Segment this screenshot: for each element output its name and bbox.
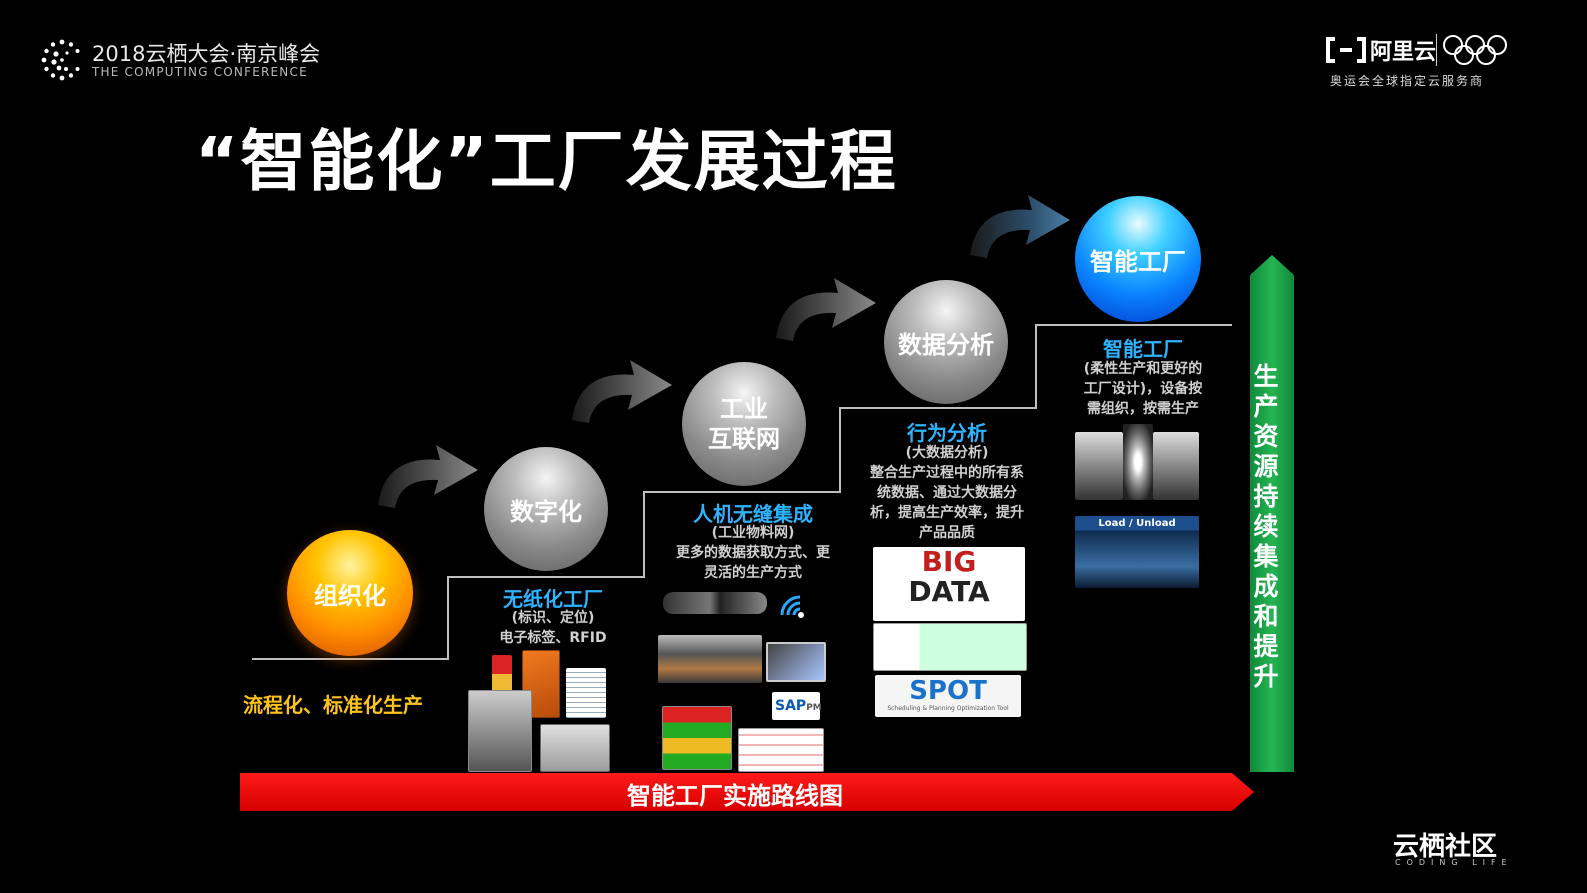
stage-digitalization-caption-line: (标识、定位) xyxy=(511,610,595,626)
stage-smart-factory-caption-title: 智能工厂 xyxy=(1103,337,1183,361)
wafer-analysis-image xyxy=(873,623,1027,671)
curve-arrow-2 xyxy=(572,360,672,423)
stage-digitalization-caption-title: 无纸化工厂 xyxy=(503,587,603,611)
brand-divider xyxy=(1436,34,1437,66)
conference-subtitle: THE COMPUTING CONFERENCE xyxy=(92,65,308,79)
stage-industrial-internet-caption-line: (工业物料网) xyxy=(711,525,795,541)
brand-name: 阿里云 xyxy=(1370,40,1437,65)
stage-industrial-internet-caption-line: 灵活的生产方式 xyxy=(704,565,802,581)
industrial-device-image xyxy=(658,635,762,683)
stage-digitalization-caption-line: 电子标签、RFID xyxy=(499,630,607,646)
stage-digitalization-sphere: 数字化 xyxy=(484,447,608,571)
stage-organization-sphere: 组织化 xyxy=(287,530,413,656)
green-arrow xyxy=(1250,255,1294,772)
stage-data-analysis-caption-line: 析，提高生产效率，提升 xyxy=(870,505,1024,521)
stage-data-analysis-caption-line: (大数据分析) xyxy=(905,445,989,461)
computing-conference-logo-icon xyxy=(41,39,80,81)
stage-smart-factory-caption-line: 工厂设计)，设备按 xyxy=(1083,381,1203,397)
curve-arrow-3 xyxy=(776,278,876,341)
stage-organization-caption: 流程化、标准化生产 xyxy=(243,693,423,717)
sap-pm-logo-image: SAPPM xyxy=(772,692,822,720)
sap-pm-text: PM xyxy=(806,703,822,713)
robot-cell-right-image xyxy=(1153,432,1199,500)
olympic-rings-icon xyxy=(1443,35,1507,65)
stage-industrial-internet-label-line2: 互联网 xyxy=(708,425,780,453)
wifi-signal-icon xyxy=(780,595,804,618)
aliyun-logo-icon xyxy=(1326,37,1366,63)
electronic-label-image xyxy=(566,668,606,718)
stage-industrial-internet-caption-line: 更多的数据获取方式、更 xyxy=(676,545,830,561)
load-unload-text: Load / Unload xyxy=(1098,518,1176,529)
community-logo-text: 云栖社区 xyxy=(1393,832,1498,862)
spot-logo-text: SPOT xyxy=(909,676,987,706)
spot-logo-image: SPOT Scheduling & Planning Optimization … xyxy=(875,675,1021,717)
stage-data-analysis-caption-line: 统数据、通过大数据分 xyxy=(877,485,1017,501)
conference-name: 2018云栖大会·南京峰会 xyxy=(92,42,321,66)
stage-industrial-internet-caption-title: 人机无缝集成 xyxy=(693,502,813,526)
control-box-image xyxy=(540,724,610,772)
stage-smart-factory-sphere: 智能工厂 xyxy=(1075,196,1201,322)
stage-smart-factory-caption-line: 需组织，按需生产 xyxy=(1087,401,1199,417)
big-data-wordcloud-image: BIG DATA xyxy=(873,547,1025,621)
sap-logo-text: SAP xyxy=(775,698,807,714)
stage-digitalization-label: 数字化 xyxy=(510,497,582,526)
stage-data-analysis-label: 数据分析 xyxy=(898,330,994,359)
big-data-text-data: DATA xyxy=(908,575,990,608)
stage-industrial-internet-label-line1: 工业 xyxy=(720,395,768,423)
tablet-device-image xyxy=(766,642,826,682)
stage-data-analysis-caption-line: 整合生产过程中的所有系 xyxy=(870,465,1024,481)
green-arrow-label: 生产资源持续集成和提升 xyxy=(1253,362,1279,691)
page-title: “智能化”工厂发展过程 xyxy=(195,123,898,200)
big-data-text-big: BIG xyxy=(921,547,977,578)
stage-smart-factory-caption-line: (柔性生产和更好的 xyxy=(1083,361,1203,377)
stage-industrial-internet-sphere: 工业 互联网 xyxy=(682,362,806,486)
smart-glasses-image xyxy=(663,592,767,614)
report-table-image xyxy=(738,728,824,772)
stage-smart-factory-label: 智能工厂 xyxy=(1090,247,1186,276)
curve-arrow-1 xyxy=(378,445,478,508)
stage-data-analysis-caption-title: 行为分析 xyxy=(907,421,987,445)
load-unload-image: Load / Unload xyxy=(1075,516,1199,588)
staircase-line xyxy=(252,324,1232,660)
roadmap-label: 智能工厂实施路线图 xyxy=(627,782,843,810)
wireless-signal-image xyxy=(1123,424,1153,500)
curve-arrow-4 xyxy=(970,195,1070,258)
machine-workstation-image xyxy=(468,690,532,772)
brand-subtitle: 奥运会全球指定云服务商 xyxy=(1330,74,1485,88)
status-dashboard-image xyxy=(662,706,732,770)
community-logo-subtitle: CODING LIFE xyxy=(1395,858,1513,867)
roadmap-arrow xyxy=(240,773,1254,811)
stage-data-analysis-sphere: 数据分析 xyxy=(884,280,1008,404)
robot-cell-left-image xyxy=(1075,432,1123,500)
stage-data-analysis-caption-line: 产品品质 xyxy=(919,525,975,541)
spot-logo-subtitle: Scheduling & Planning Optimization Tool xyxy=(887,705,1009,712)
stage-organization-label: 组织化 xyxy=(314,581,386,610)
